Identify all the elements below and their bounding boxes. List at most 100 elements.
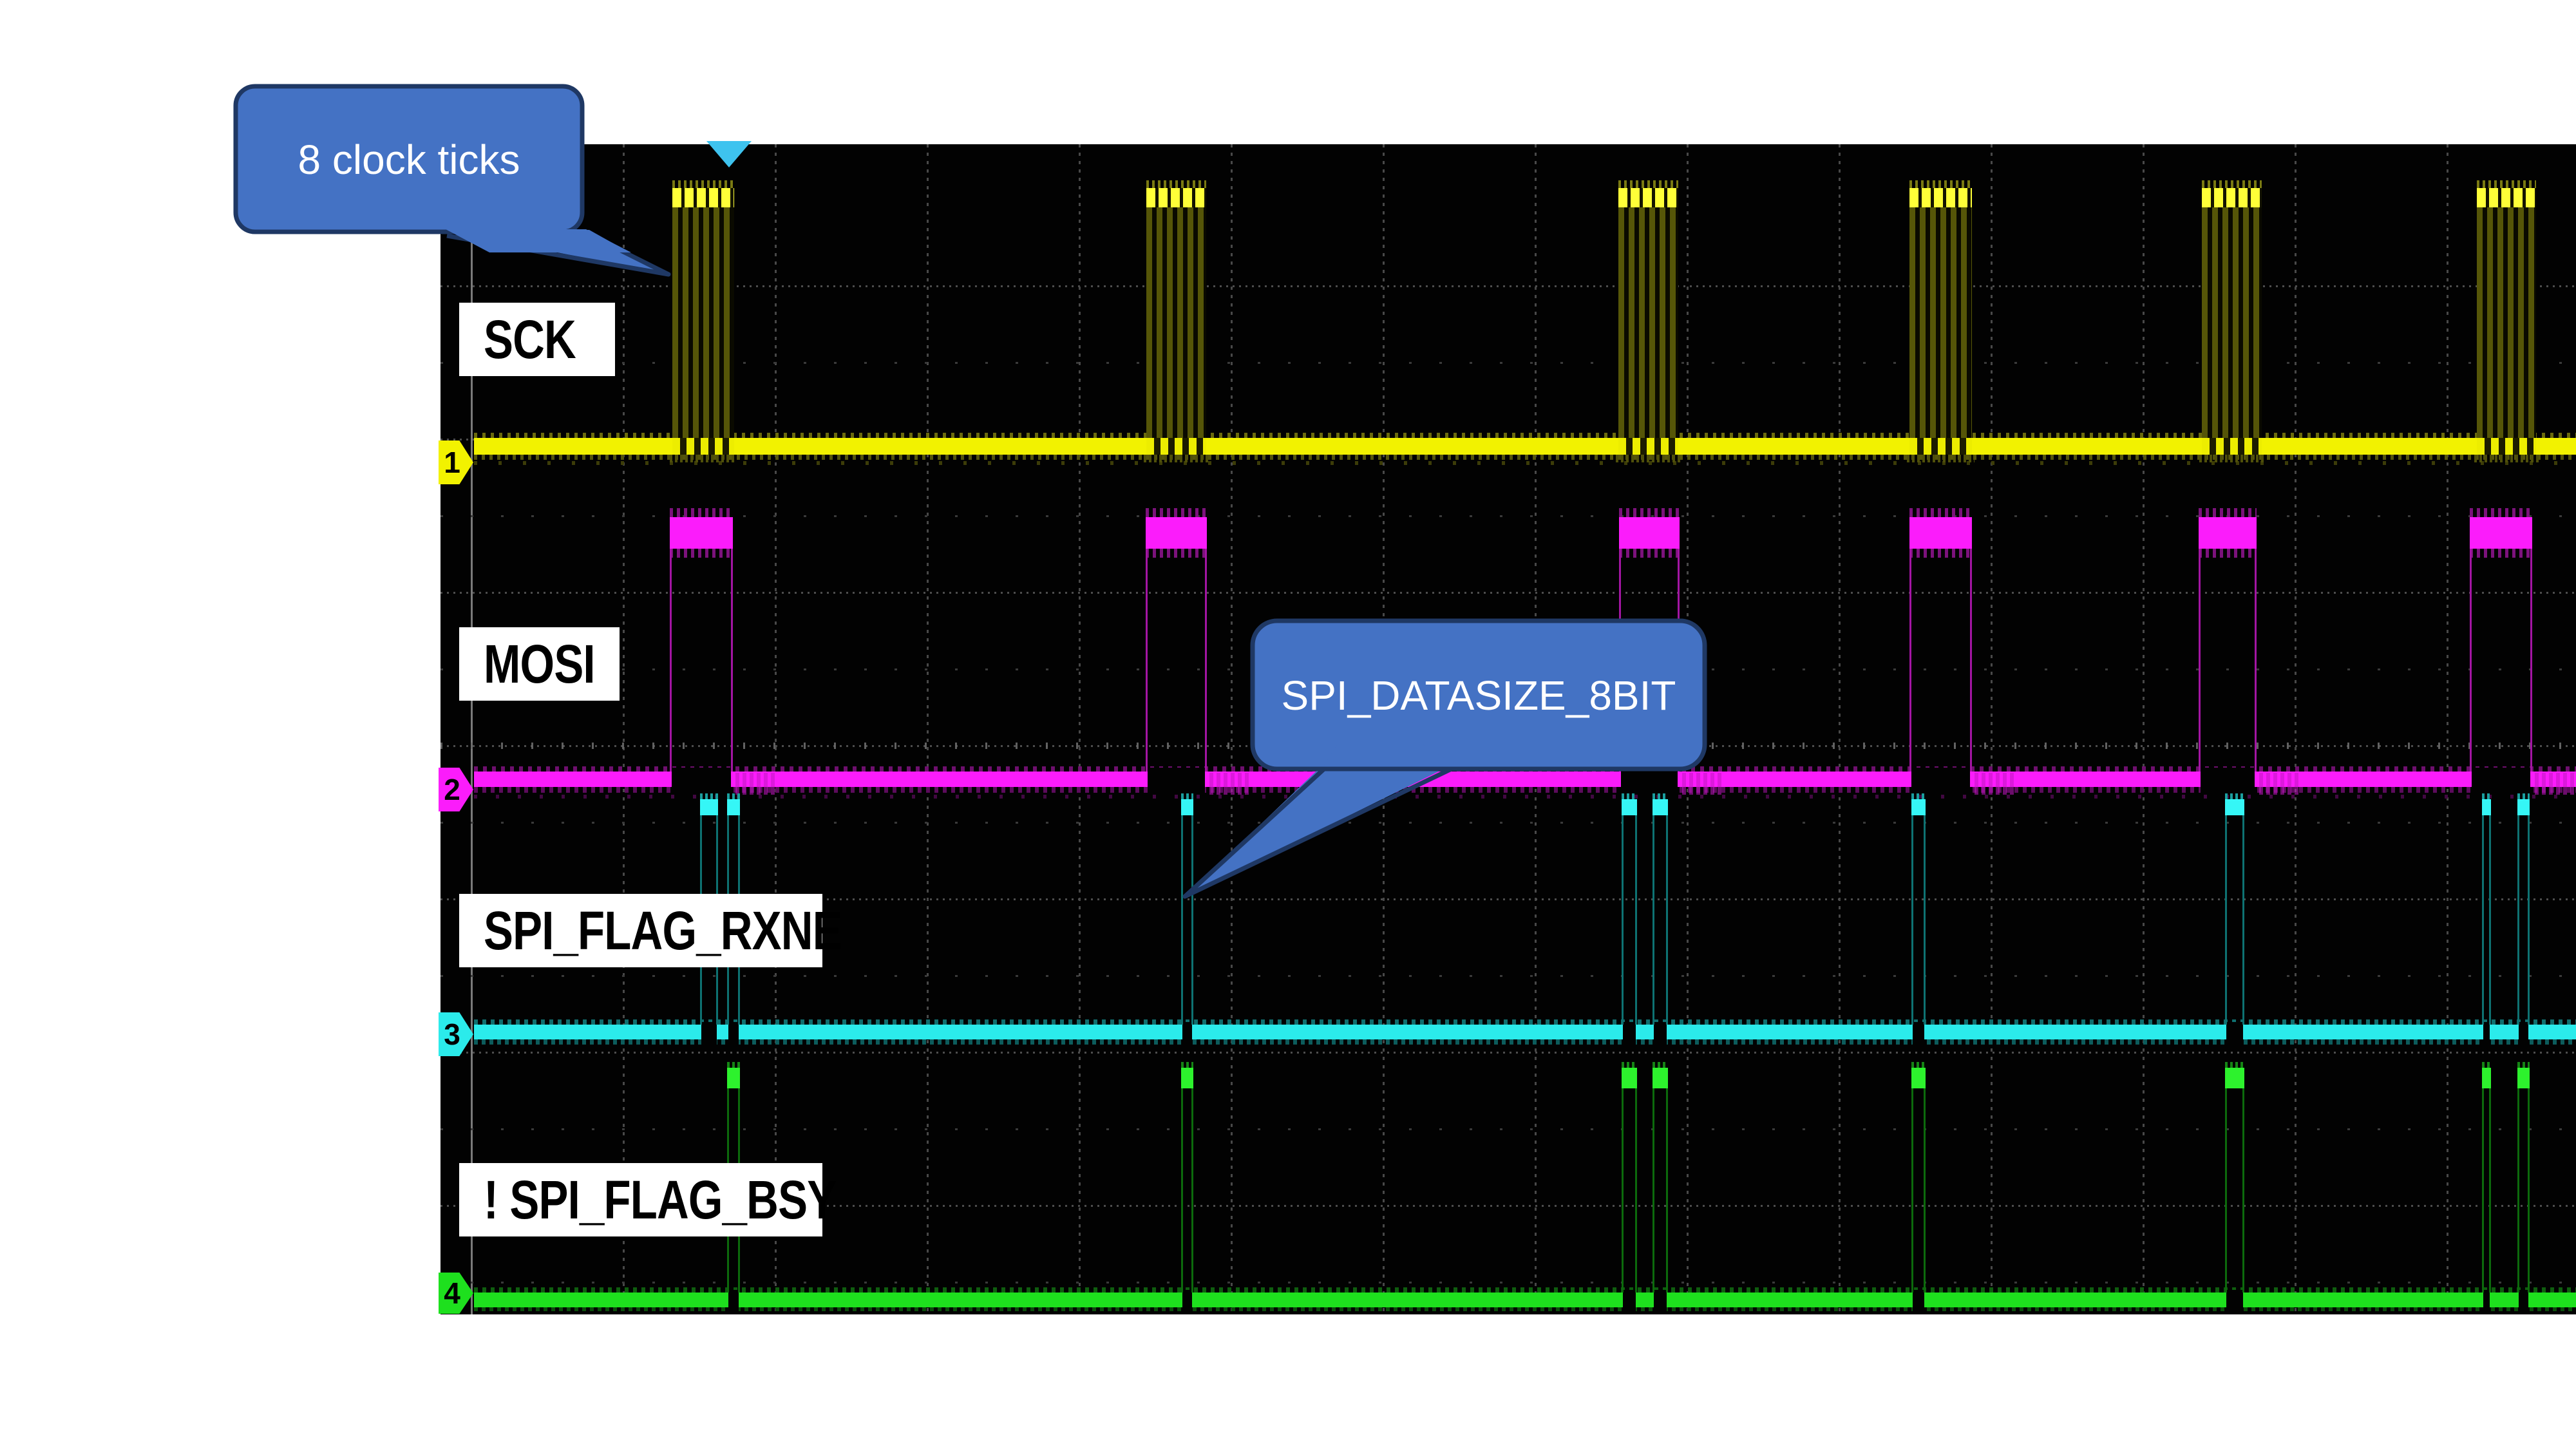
bsy-pulse-top: [727, 1068, 740, 1088]
mosi-pulse-fringe-top: [1909, 508, 1972, 517]
mosi-noise-patch: [1975, 773, 2016, 795]
mosi-pulse-edge-left: [670, 549, 672, 772]
sck-burst-under-dots: [2474, 455, 2539, 462]
mosi-pulse-top: [1619, 517, 1680, 549]
channel-1-number: 1: [444, 446, 460, 479]
sck-burst-columns: [1618, 207, 1678, 438]
sck-burst-baseline-toggle: [2477, 438, 2536, 455]
sck-burst-under-dots: [670, 455, 737, 462]
grid-vline: [1079, 144, 1081, 1314]
sck-burst-under-dots: [1616, 455, 1681, 462]
rxne-pulse-fringe: [2482, 793, 2491, 799]
grid-hline: [440, 1205, 2576, 1207]
bsy-baseline-gap: [2519, 1290, 2528, 1312]
bsy-noise-below: [474, 1307, 2576, 1311]
bsy-baseline-gap: [1654, 1290, 1667, 1312]
grid-hline: [440, 898, 2576, 900]
bsy-pulse-edge-right: [2528, 1088, 2530, 1293]
rxne-pulse-top: [700, 799, 718, 815]
rxne-pulse-edge-right: [1635, 815, 1637, 1025]
mosi-pulse-top: [2470, 517, 2532, 549]
rxne-baseline-gap: [1623, 1022, 1636, 1045]
bsy-pulse-fringe: [1181, 1062, 1193, 1068]
grid-hline: [440, 592, 2576, 594]
sck-burst-fringe: [1618, 180, 1678, 188]
mosi-pulse-fringe-top: [670, 508, 733, 517]
mosi-noise-patch: [1682, 773, 1723, 795]
grid-vline: [1991, 144, 1993, 1314]
mosi-pulse-edge-right: [1205, 549, 1207, 772]
sck-burst-high: [2202, 188, 2262, 207]
mosi-pulse-top: [2199, 517, 2257, 549]
bsy-pulse-top: [1622, 1068, 1637, 1088]
rxne-pulse-edge-right: [2489, 815, 2491, 1025]
mosi-pulse-edge-left: [2199, 549, 2201, 772]
sck-burst-baseline-toggle: [672, 438, 734, 455]
mosi-pulse-fringe-bottom: [1909, 549, 1972, 558]
sck-burst-high: [1618, 188, 1678, 207]
bsy-pulse-edge-left: [1911, 1088, 1913, 1293]
mosi-pulse-fringe-top: [2470, 508, 2532, 517]
sck-noise-sparse: [474, 461, 2576, 465]
rxne-pulse-edge-left: [1653, 815, 1654, 1025]
bsy-pulse-edge-right: [2489, 1088, 2491, 1293]
sck-burst-columns: [2477, 207, 2536, 438]
rxne-baseline-gap: [1182, 1022, 1192, 1045]
bsy-baseline-gap: [2483, 1290, 2490, 1312]
bsy-pulse-top: [1653, 1068, 1668, 1088]
mosi-noise-patch: [735, 773, 777, 795]
label-mosi: MOSI: [459, 627, 620, 701]
rxne-pulse-edge-right: [2528, 815, 2530, 1025]
grid-hline-minor: [440, 975, 2576, 977]
bsy-pulse-top: [2517, 1068, 2530, 1088]
channel-2-number: 2: [444, 773, 460, 806]
bsy-baseline-gap: [728, 1290, 739, 1312]
grid-hline: [440, 285, 2576, 287]
bsy-pulse-top: [2225, 1068, 2244, 1088]
rxne-noise-above: [474, 1019, 2576, 1025]
grid-vline: [1231, 144, 1233, 1314]
bsy-pulse-edge-left: [1653, 1088, 1654, 1293]
bsy-baseline-gap: [1182, 1290, 1192, 1312]
bsy-pulse-fringe: [2482, 1062, 2491, 1068]
mosi-noise-patch: [2535, 773, 2576, 795]
mosi-pulse-fringe-bottom: [1146, 549, 1207, 558]
grid-hline-minor: [440, 1282, 2576, 1283]
sck-burst-under-dots: [1907, 455, 1975, 462]
rxne-pulse-edge-left: [2517, 815, 2519, 1025]
mosi-pulse-edge-right: [2530, 549, 2532, 772]
sck-burst-high: [2477, 188, 2536, 207]
rxne-pulse-top: [1622, 799, 1637, 815]
bsy-baseline-gap: [1623, 1290, 1636, 1312]
sck-burst-fringe: [1146, 180, 1206, 188]
rxne-pulse-edge-left: [1911, 815, 1913, 1025]
bsy-pulse-fringe: [1911, 1062, 1926, 1068]
rxne-baseline-gap: [2226, 1022, 2243, 1045]
rxne-noise-below: [474, 1039, 2576, 1045]
sck-burst-high: [1909, 188, 1972, 207]
mosi-pulse-fringe-top: [1619, 508, 1680, 517]
grid-hline-minor: [440, 822, 2576, 824]
rxne-baseline-gap: [2483, 1022, 2490, 1045]
sck-burst-fringe: [1909, 180, 1972, 188]
mosi-pulse-edge-right: [1970, 549, 1972, 772]
mosi-baseline-gap: [2472, 768, 2530, 795]
rxne-pulse-top: [2517, 799, 2530, 815]
bsy-baseline-gap: [2226, 1290, 2243, 1312]
rxne-pulse-edge-right: [1924, 815, 1926, 1025]
mosi-pulse-edge-left: [1909, 549, 1911, 772]
sck-burst-fringe: [672, 180, 734, 188]
sck-burst-fringe: [2202, 180, 2262, 188]
grid-hline: [440, 1052, 2576, 1054]
rxne-pulse-fringe: [700, 793, 718, 799]
rxne-baseline-gap: [1913, 1022, 1924, 1045]
mosi-pulse-edge-right: [2255, 549, 2257, 772]
sck-burst-baseline-toggle: [1909, 438, 1972, 455]
bsy-pulse-edge-left: [2517, 1088, 2519, 1293]
mosi-noise-patch: [2259, 773, 2300, 795]
bsy-baseline: [474, 1293, 2576, 1307]
sck-noise-above: [474, 433, 2576, 438]
rxne-pulse-top: [2482, 799, 2491, 815]
bsy-pulse-edge-right: [1924, 1088, 1926, 1293]
